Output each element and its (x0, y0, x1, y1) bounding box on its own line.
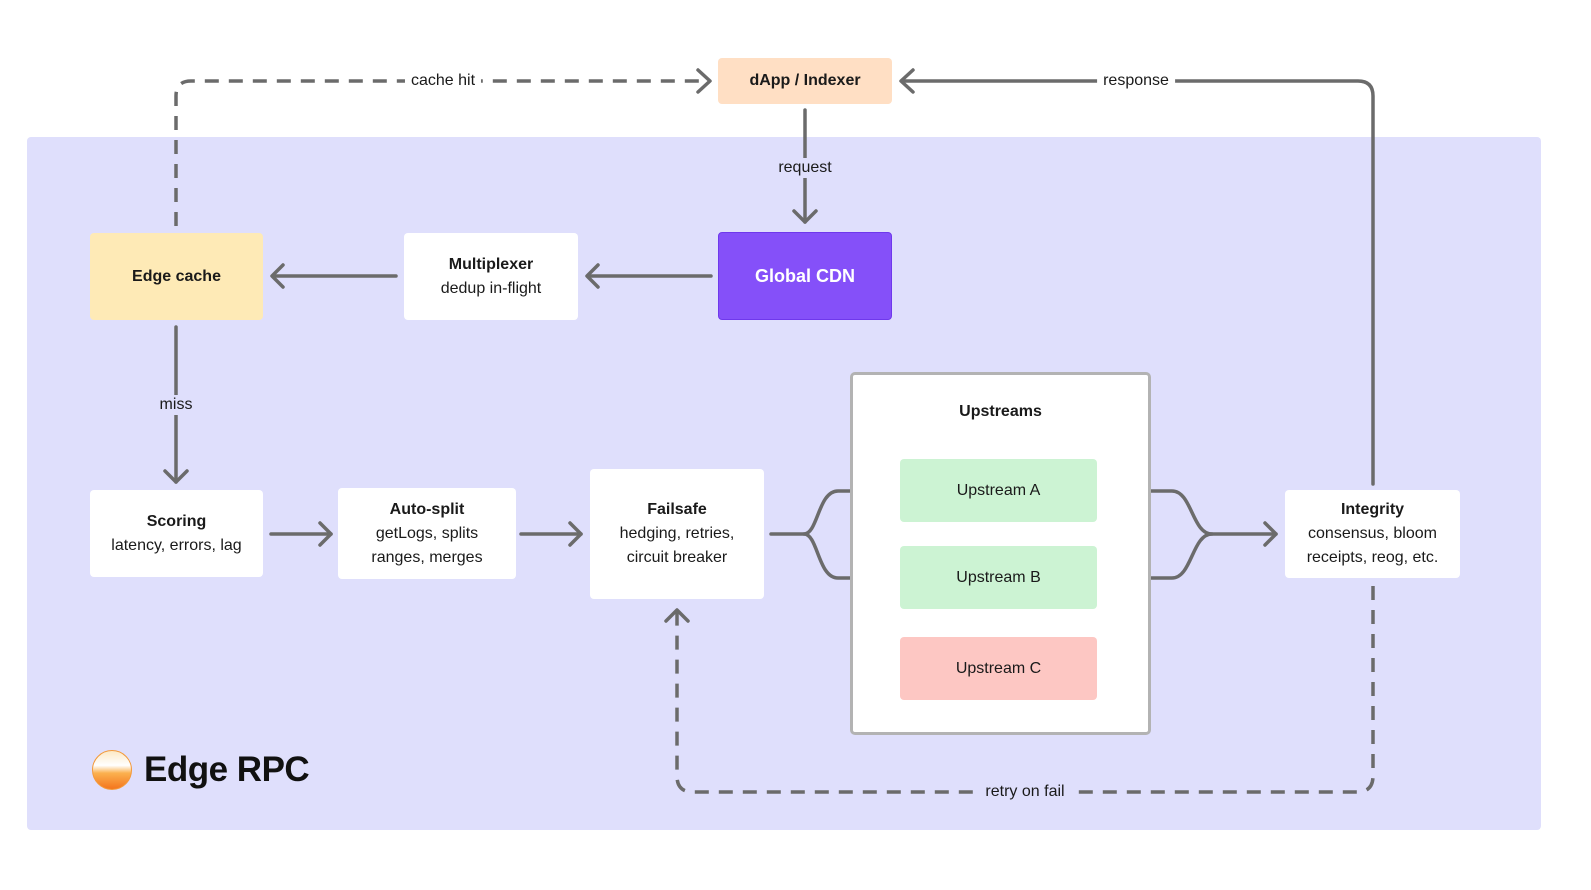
integrity-node[interactable]: Integrity consensus, bloom receipts, reo… (1285, 490, 1460, 578)
upstream-c-node[interactable]: Upstream C (900, 637, 1097, 700)
failsafe-node[interactable]: Failsafe hedging, retries, circuit break… (590, 469, 764, 599)
arrowhead-cache-hit (696, 68, 712, 94)
upstreams-title: Upstreams (959, 403, 1042, 420)
dapp-indexer-node[interactable]: dApp / Indexer (718, 58, 892, 104)
arrowhead-multiplexer-cache (270, 263, 285, 289)
failsafe-subtitle-line2: circuit breaker (626, 549, 728, 566)
arrowhead-response (899, 68, 915, 94)
auto-split-title: Auto-split (389, 500, 465, 518)
integrity-title: Integrity (1340, 501, 1405, 518)
edge-upstream-b-integrity (1103, 532, 1214, 580)
scoring-title: Scoring (146, 512, 207, 530)
edge-cache-title: Edge cache (132, 267, 221, 285)
integrity-subtitle-line2: receipts, reog, etc. (1306, 549, 1439, 566)
scoring-node[interactable]: Scoring latency, errors, lag (90, 490, 263, 577)
failsafe-title: Failsafe (647, 501, 707, 518)
label-response: response (1097, 71, 1175, 91)
multiplexer-node[interactable]: Multiplexer dedup in-flight (404, 233, 578, 320)
auto-split-subtitle-line1: getLogs, splits (375, 524, 479, 542)
sun-logo-icon (92, 750, 132, 790)
label-retry: retry on fail (979, 782, 1071, 802)
multiplexer-title: Multiplexer (448, 255, 534, 273)
edge-failsafe-upstream-b (802, 532, 890, 580)
label-cache-hit: cache hit (404, 71, 482, 91)
scoring-subtitle: latency, errors, lag (111, 536, 242, 554)
multiplexer-subtitle: dedup in-flight (440, 279, 542, 297)
upstream-c-label: Upstream C (955, 659, 1042, 677)
edge-retry (675, 586, 1375, 794)
upstream-a-label: Upstream A (956, 481, 1041, 499)
dapp-indexer-title: dApp / Indexer (749, 72, 861, 89)
auto-split-subtitle-line2: ranges, merges (371, 548, 483, 566)
edge-cache-node[interactable]: Edge cache (90, 233, 263, 320)
upstream-b-label: Upstream B (956, 568, 1041, 586)
auto-split-node[interactable]: Auto-split getLogs, splits ranges, merge… (338, 488, 516, 579)
global-cdn-title: Global CDN (754, 266, 855, 286)
arrowhead-request (792, 209, 818, 224)
arrowhead-scoring-autosplit (318, 521, 333, 547)
edge-response (901, 79, 1375, 486)
arrowhead-integrity (1263, 521, 1278, 547)
global-cdn-node[interactable]: Global CDN (718, 232, 892, 320)
edge-cache-hit (174, 79, 700, 226)
arrowhead-retry (664, 608, 690, 623)
upstream-b-node[interactable]: Upstream B (900, 546, 1097, 609)
arrowhead-cdn-multiplexer (585, 263, 600, 289)
brand: Edge RPC (92, 750, 310, 790)
upstream-a-node[interactable]: Upstream A (900, 459, 1097, 522)
arrowhead-miss (163, 469, 189, 484)
label-request: request (772, 158, 838, 178)
label-miss: miss (153, 395, 199, 415)
failsafe-subtitle-line1: hedging, retries, (619, 525, 735, 542)
integrity-subtitle-line1: consensus, bloom (1308, 525, 1437, 542)
arrowhead-autosplit-failsafe (568, 521, 583, 547)
brand-name: Edge RPC (144, 750, 310, 789)
